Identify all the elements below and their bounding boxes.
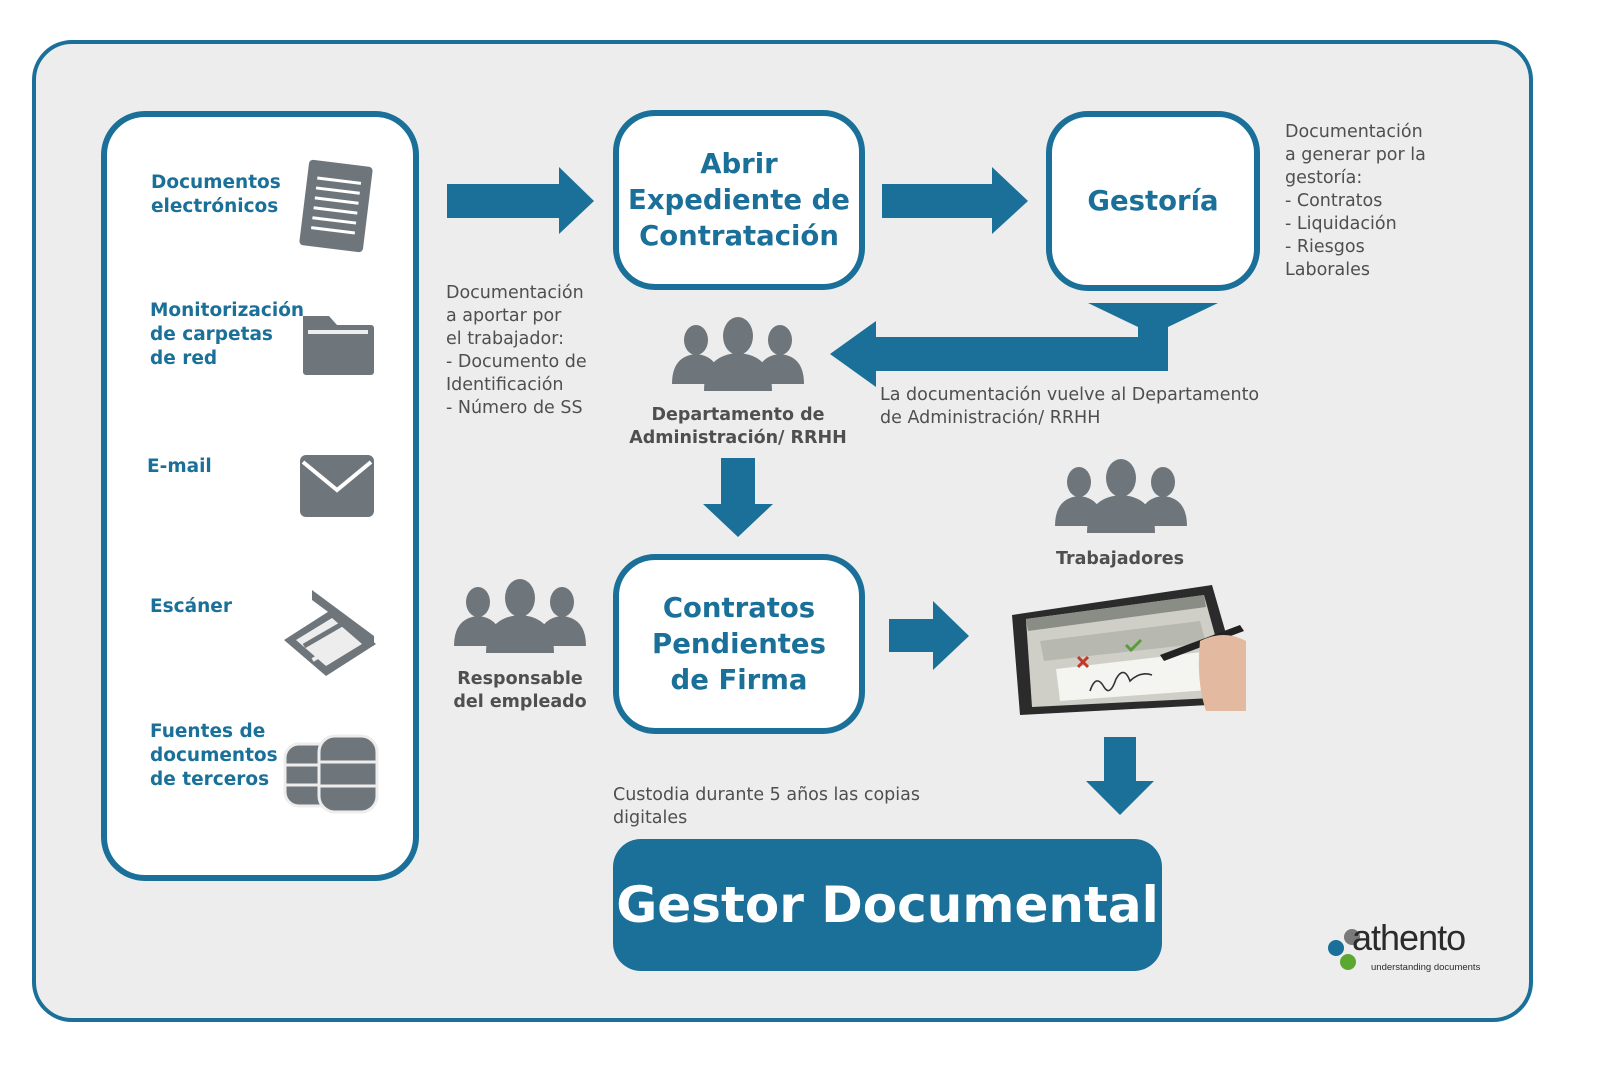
- envelope-icon: [300, 455, 374, 517]
- people-group-icon: [1055, 459, 1187, 533]
- document-icon: [299, 159, 373, 253]
- folder-icon: [303, 316, 374, 375]
- arrow-admin-to-pending: [703, 458, 773, 537]
- athento-logo: [1328, 929, 1360, 970]
- arrow-pending-to-workers: [889, 601, 969, 670]
- arrow-sources-to-open-file: [447, 167, 594, 234]
- stage-open-file: Abrir Expediente de Contratación: [613, 110, 865, 290]
- stage-gestor-documental: Gestor Documental: [613, 839, 1162, 971]
- tablet-signature-image: [1012, 585, 1246, 715]
- source-label-network-folders: Monitorización de carpetas de red: [150, 300, 305, 369]
- source-label-scanner: Escáner: [150, 596, 232, 617]
- logo-wordmark: athento: [1352, 917, 1466, 958]
- database-icon: [283, 734, 379, 814]
- note-agency-docs: Documentación a generar por la gestoría:…: [1285, 122, 1426, 280]
- scanner-icon: [284, 590, 376, 676]
- arrow-agency-to-admin: [830, 303, 1218, 387]
- stage-agency: Gestoría: [1046, 111, 1260, 291]
- stage-pending-signature: Contratos Pendientes de Firma: [613, 554, 865, 734]
- role-workers: Trabajadores: [1055, 549, 1185, 569]
- arrow-open-file-to-agency: [882, 167, 1028, 234]
- people-group-icon: [454, 579, 586, 653]
- note-return-docs: La documentación vuelve al Departamento …: [880, 385, 1260, 428]
- arrow-workers-to-gestor: [1086, 737, 1154, 815]
- note-custody: Custodia durante 5 años las copias digit…: [613, 785, 920, 828]
- role-manager: Responsable del empleado: [453, 669, 587, 712]
- source-label-electronic-docs: Documentos electrónicos: [151, 172, 281, 217]
- source-label-email: E-mail: [147, 456, 212, 477]
- source-label-third-party: Fuentes de documentos de terceros: [150, 721, 278, 790]
- people-group-icon: [672, 317, 804, 391]
- logo-tagline: understanding documents: [1371, 962, 1481, 973]
- note-worker-docs: Documentación a aportar por el trabajado…: [446, 283, 587, 418]
- role-admin: Departamento de Administración/ RRHH: [629, 405, 847, 448]
